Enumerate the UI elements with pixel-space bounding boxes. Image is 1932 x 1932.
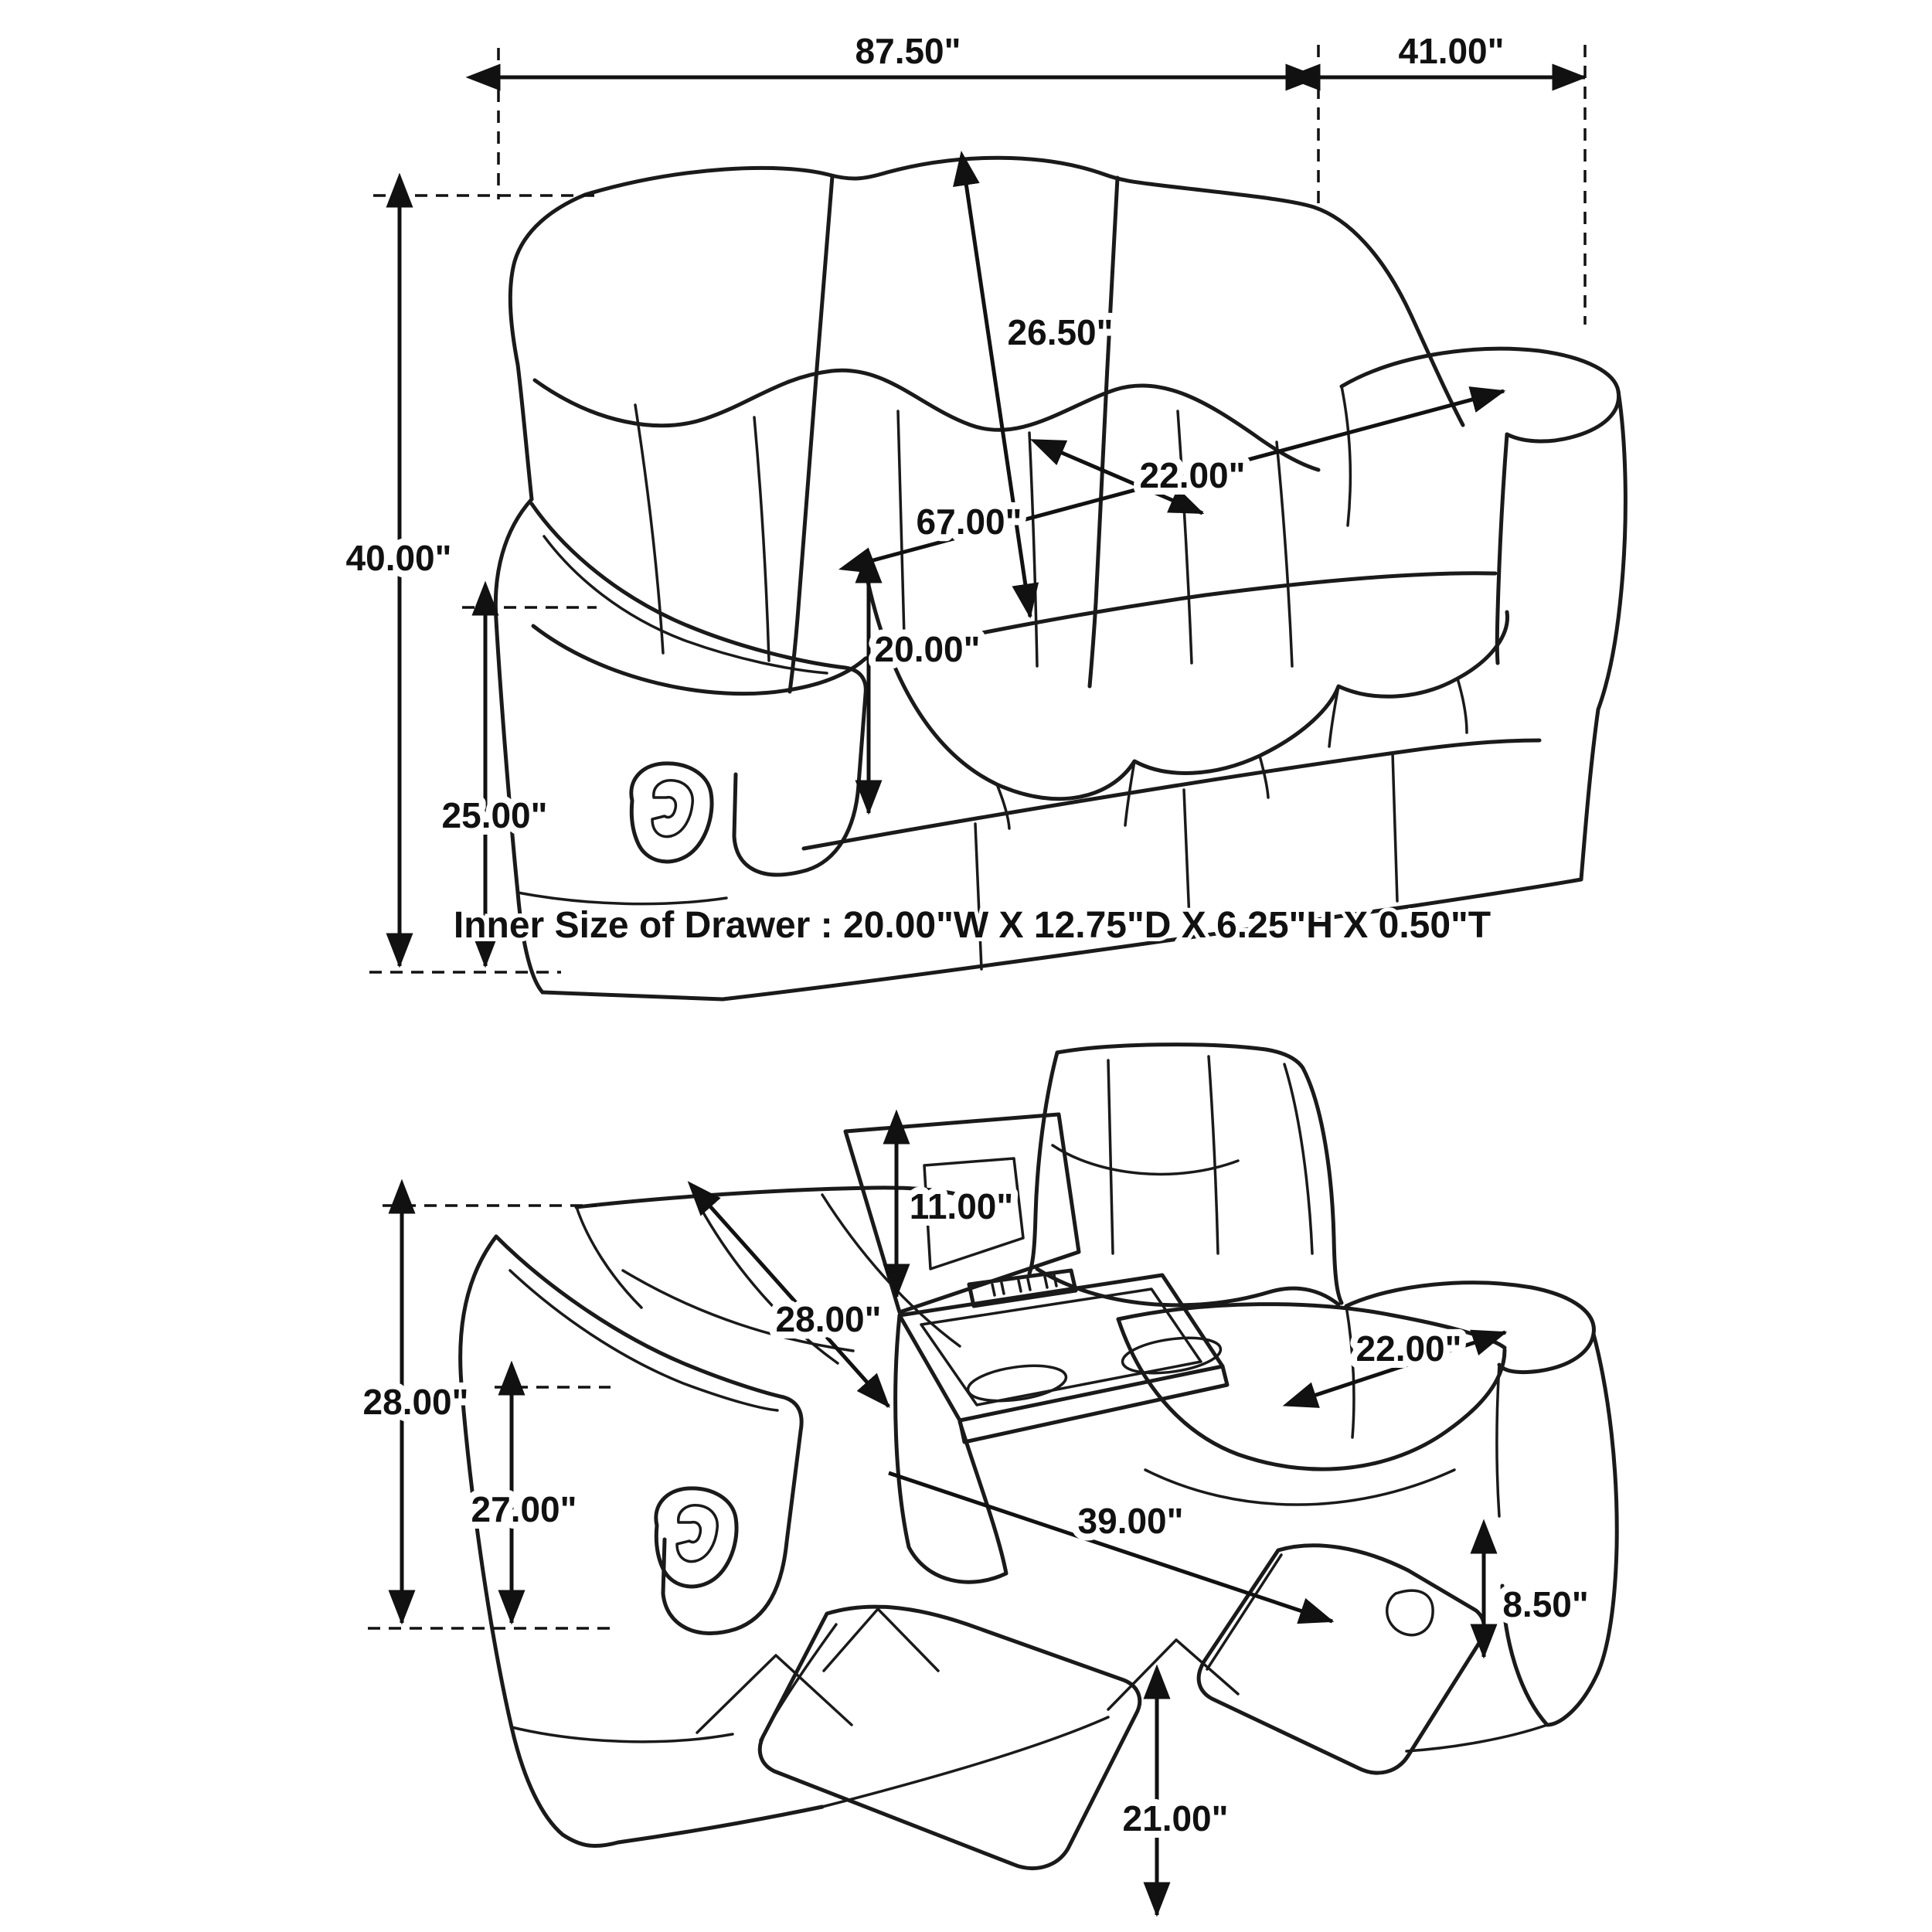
left-footrest-edge-line — [759, 1623, 838, 1742]
backrest-seam — [1207, 1055, 1219, 1255]
tuft-seam — [1176, 410, 1193, 665]
dim-footrest-thickness: 8.50" — [1502, 1584, 1588, 1624]
lumbar-line — [531, 571, 1498, 696]
upright-dimensions: 87.50" 41.00" 40.00" 25.00" 26.50" 22.00… — [339, 24, 1587, 974]
recliner-handle-icon — [629, 761, 714, 864]
left-arm-roll — [529, 502, 868, 877]
dim-overall-height: 28.00" — [363, 1382, 469, 1422]
base-bottom-edge — [720, 877, 1583, 1002]
left-arm-bottom-edge — [540, 990, 725, 1002]
dim-seat-width: 67.00" — [917, 502, 1022, 542]
left-arm-outer-edge — [458, 1234, 621, 1849]
right-footrest-edge-line — [1206, 1553, 1283, 1671]
dim-arrow-seat-depth — [1282, 1329, 1508, 1408]
sofa-back-top-edge — [583, 155, 1465, 427]
tuft-seam — [896, 410, 906, 666]
base-seam — [1391, 751, 1399, 903]
dim-arm-height: 27.00" — [471, 1489, 577, 1529]
dim-arrow-backrest-length — [687, 1181, 890, 1408]
tuft-seam — [1275, 440, 1294, 668]
drawer-size-note: Inner Size of Drawer : 20.00"W X 12.75"D… — [454, 905, 1491, 946]
left-arm-panel-seam — [516, 891, 728, 906]
cup-holder-icon — [1121, 1336, 1223, 1375]
tuft-seam — [634, 403, 665, 655]
backrest-seam — [1107, 1059, 1114, 1255]
console-tray-front-edge — [957, 1364, 1230, 1444]
right-arm-outer-edge — [1500, 1332, 1619, 1727]
dim-overall-depth: 41.00" — [1399, 31, 1505, 71]
outlet-slots — [991, 1274, 1058, 1297]
recliner-handle-icon — [654, 1486, 739, 1589]
left-footrest-pad — [757, 1604, 1142, 1871]
backrest-scallop — [1051, 1144, 1240, 1176]
left-backrest-left-edge — [575, 1206, 643, 1309]
right-backrest-left-edge — [1027, 1050, 1060, 1276]
seat-bulge-under — [1456, 677, 1468, 734]
dim-arrow-back-cushion — [953, 150, 1039, 619]
right-arm-pad — [1339, 346, 1621, 444]
recliner-handle-inner — [651, 779, 694, 838]
footrest-pull-strap-icon — [1386, 1589, 1434, 1637]
dim-overall-width: 87.50" — [855, 31, 961, 71]
right-arm-wing-seam — [1345, 1304, 1355, 1439]
left-arm-inner-line — [509, 1269, 779, 1412]
seat-underline — [801, 738, 1542, 851]
base-edge — [1405, 1723, 1549, 1753]
left-arm-panel-seam — [510, 1726, 734, 1743]
dim-seat-depth: 22.00" — [1140, 455, 1246, 495]
right-footrest-pad — [1196, 1543, 1486, 1775]
dim-seat-front-height: 20.00" — [875, 629, 981, 669]
seat-crease — [1328, 685, 1340, 748]
console-lid-inner-panel — [923, 1157, 1025, 1270]
backrest-seam — [699, 1206, 839, 1365]
console-tray-inner — [920, 1287, 1202, 1406]
reclined-sofa-drawing — [458, 1043, 1619, 1871]
dim-footrest-height: 21.00" — [1123, 1798, 1229, 1838]
upright-sofa-drawing — [493, 155, 1628, 1002]
left-arm-outer-edge — [493, 497, 545, 995]
power-outlet-strip-icon — [967, 1268, 1078, 1308]
dim-arrow-seat-width — [838, 386, 1506, 574]
right-arm-pad — [1344, 1281, 1596, 1375]
left-arm-inner-line — [543, 535, 828, 675]
tuft-seam — [1028, 431, 1039, 668]
seat-crease — [1124, 760, 1136, 827]
dim-reclined-length: 39.00" — [1078, 1501, 1184, 1541]
dim-arm-height: 25.00" — [442, 795, 548, 835]
reclined-dimensions: 28.00" 27.00" 28.00" 11.00" 22.00" 39.00… — [356, 1109, 1596, 1917]
mechanism-linkage — [1107, 1638, 1240, 1711]
dim-arrow-reclined-length — [888, 1471, 1335, 1624]
mechanism-linkage — [696, 1654, 853, 1734]
base-edge — [821, 1716, 1110, 1808]
left-arm-bottom-edge — [616, 1804, 825, 1845]
recliner-handle-inner — [675, 1504, 719, 1563]
left-arm-roll — [494, 1234, 804, 1635]
sofa-back-left-edge — [508, 192, 587, 502]
right-seat-underline — [1144, 1468, 1456, 1506]
mechanism-linkage — [822, 1607, 940, 1672]
tuft-seam — [753, 416, 770, 662]
dim-overall-height: 40.00" — [346, 538, 452, 578]
seat-front-scallop — [865, 576, 1509, 801]
seat-bulge-under — [1258, 754, 1270, 799]
dim-seat-depth: 22.00" — [1356, 1328, 1462, 1369]
base-seam — [974, 822, 983, 971]
console-front-bulge — [893, 1313, 1009, 1584]
base-seam — [1182, 788, 1192, 940]
dim-backrest-length: 28.00" — [776, 1299, 882, 1339]
cup-holder-icon — [966, 1364, 1068, 1403]
right-arm-inner-line — [1495, 1363, 1501, 1518]
dim-back-cushion: 26.50" — [1008, 312, 1114, 352]
backrest-side-seam — [1283, 1063, 1314, 1255]
back-cushion-seam — [787, 174, 835, 694]
right-arm-outer-edge — [1579, 389, 1628, 882]
dim-console-lid-height: 11.00" — [910, 1186, 1013, 1226]
backrest-lumbar — [1035, 1267, 1341, 1308]
seat-bulge-under — [995, 783, 1011, 830]
right-arm-wing-seam — [1340, 385, 1352, 527]
right-backrest-outline — [1055, 1043, 1344, 1305]
